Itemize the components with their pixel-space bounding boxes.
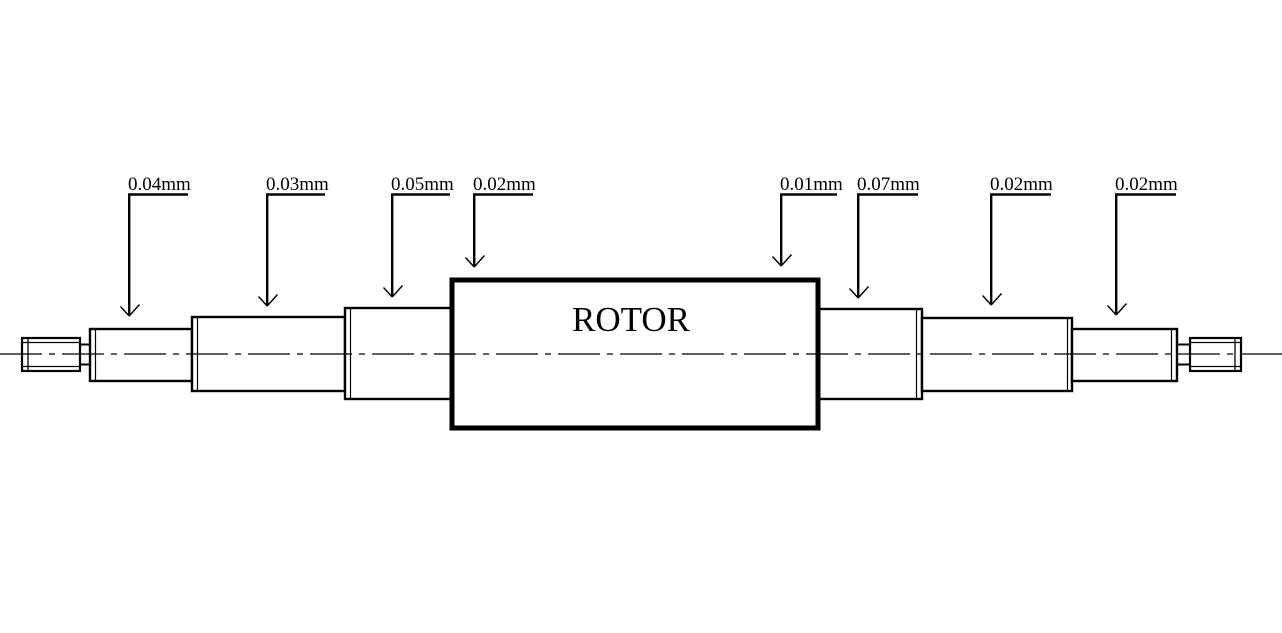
tolerance-value: 0.04mm [128, 174, 191, 195]
arrow-head [1106, 303, 1128, 316]
rotor-label: ROTOR [572, 300, 691, 339]
tolerance-value: 0.02mm [1115, 174, 1178, 195]
arrow-head [771, 254, 793, 267]
right-neck [1177, 343, 1190, 366]
arrow-head [848, 286, 870, 299]
arrow-head [257, 294, 279, 307]
tolerance-callout-2: 0.03mm [257, 174, 329, 307]
tolerance-callouts: 0.04mm 0.03mm 0.05mm 0.02mm 0.01mm [119, 174, 1178, 317]
tolerance-callout-1: 0.04mm [119, 174, 191, 317]
tolerance-callout-6: 0.07mm [848, 174, 920, 299]
arrow-head [464, 255, 486, 268]
tolerance-value: 0.01mm [780, 174, 843, 195]
tolerance-callout-3: 0.05mm [382, 174, 454, 298]
tolerance-callout-4: 0.02mm [464, 174, 536, 268]
shaft-section-1 [88, 327, 194, 383]
arrow-head [119, 304, 141, 317]
tolerance-value: 0.07mm [857, 174, 920, 195]
arrow-head [382, 285, 404, 298]
left-thread-lines [22, 341, 80, 368]
tolerance-value: 0.05mm [391, 174, 454, 195]
tolerance-callout-7: 0.02mm [981, 174, 1053, 306]
tolerance-callout-8: 0.02mm [1106, 174, 1178, 316]
tolerance-value: 0.03mm [266, 174, 329, 195]
right-thread-lines [1190, 341, 1241, 368]
tolerance-value: 0.02mm [990, 174, 1053, 195]
left-neck [80, 343, 90, 366]
tolerance-callout-5: 0.01mm [771, 174, 843, 267]
arrow-head [981, 293, 1003, 306]
tolerance-value: 0.02mm [473, 174, 536, 195]
shaft-section-6 [1070, 327, 1179, 383]
